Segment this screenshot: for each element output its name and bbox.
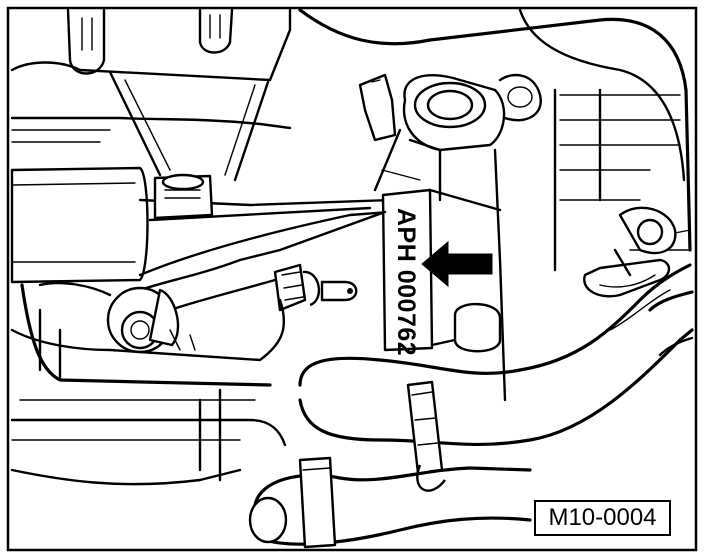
part-label: APH 000762	[392, 208, 420, 356]
reference-code: M10-0004	[548, 504, 657, 531]
coolant-hose-lower	[298, 263, 694, 492]
hose-clip	[583, 206, 677, 298]
reference-code-box: M10-0004	[534, 500, 671, 536]
intake-manifold	[10, 8, 292, 182]
temperature-sensor	[273, 263, 358, 312]
coolant-hose-left	[248, 456, 532, 549]
coolant-fitting	[358, 73, 542, 152]
mounting-bracket	[10, 166, 392, 284]
left-arrow-icon	[421, 240, 493, 288]
coolant-hose-right	[648, 290, 694, 357]
engine-base	[10, 283, 287, 486]
coolant-pipe	[373, 128, 507, 402]
